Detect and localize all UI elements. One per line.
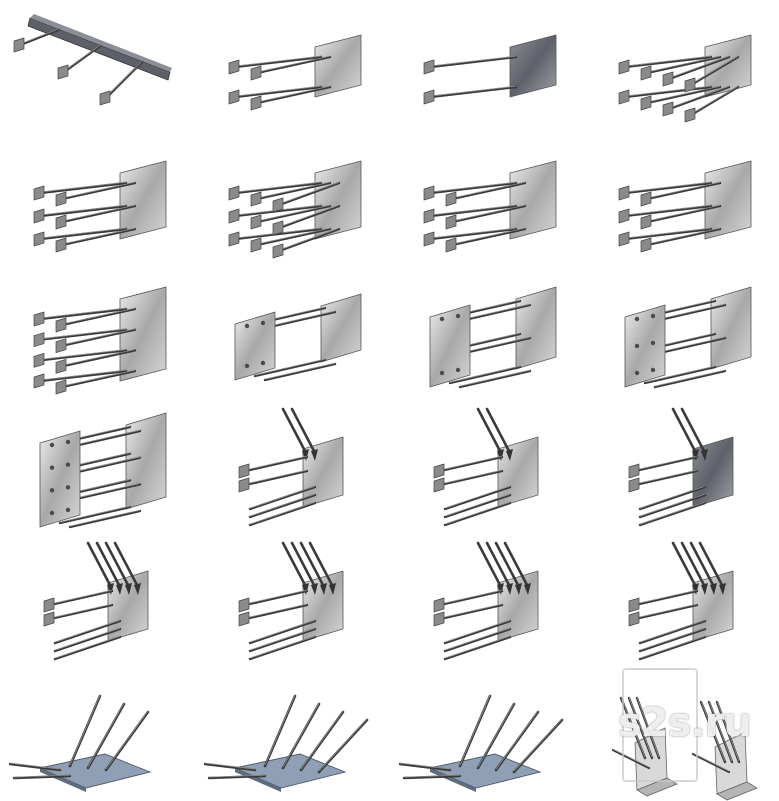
part-drawing (238, 407, 344, 527)
part-illustration-15 (390, 401, 584, 534)
part-drawing (8, 694, 152, 792)
part-drawing (43, 541, 149, 661)
part-drawing (433, 541, 539, 661)
part-illustration-17 (0, 535, 194, 668)
part-illustration-24 (585, 668, 779, 801)
part-drawing (628, 407, 734, 527)
part-illustration-16 (585, 401, 779, 534)
part-drawing (228, 34, 362, 111)
part-illustration-8 (585, 134, 779, 267)
part-illustration-1 (0, 0, 194, 133)
part-illustration-18 (195, 535, 389, 668)
part-drawing (618, 160, 752, 253)
part-drawing (423, 34, 557, 105)
part-drawing (611, 696, 758, 801)
part-illustration-7 (390, 134, 584, 267)
part-drawing (234, 293, 362, 382)
part-drawing (398, 694, 564, 792)
part-drawing (13, 14, 172, 106)
part-drawing (228, 160, 362, 259)
part-drawing (624, 286, 752, 389)
part-illustration-6 (195, 134, 389, 267)
part-drawing (203, 694, 369, 792)
part-drawing (628, 541, 734, 661)
part-illustration-10 (195, 268, 389, 401)
part-drawing (423, 160, 557, 253)
part-illustration-11 (390, 268, 584, 401)
part-illustration-13 (0, 401, 194, 534)
part-illustration-14 (195, 401, 389, 534)
part-illustration-19 (390, 535, 584, 668)
part-drawing (39, 412, 167, 529)
part-drawing (433, 407, 539, 527)
part-illustration-20 (585, 535, 779, 668)
part-illustration-4 (585, 0, 779, 133)
part-illustration-22 (195, 668, 389, 801)
part-illustration-9 (0, 268, 194, 401)
part-drawing (429, 286, 557, 389)
part-illustration-12 (585, 268, 779, 401)
part-illustration-23 (390, 668, 584, 801)
part-drawing (33, 286, 167, 395)
part-drawing (33, 160, 167, 253)
part-illustration-21 (0, 668, 194, 801)
part-drawing (618, 34, 752, 123)
part-drawing (238, 541, 344, 661)
part-illustration-2 (195, 0, 389, 133)
part-illustration-3 (390, 0, 584, 133)
part-illustration-5 (0, 134, 194, 267)
